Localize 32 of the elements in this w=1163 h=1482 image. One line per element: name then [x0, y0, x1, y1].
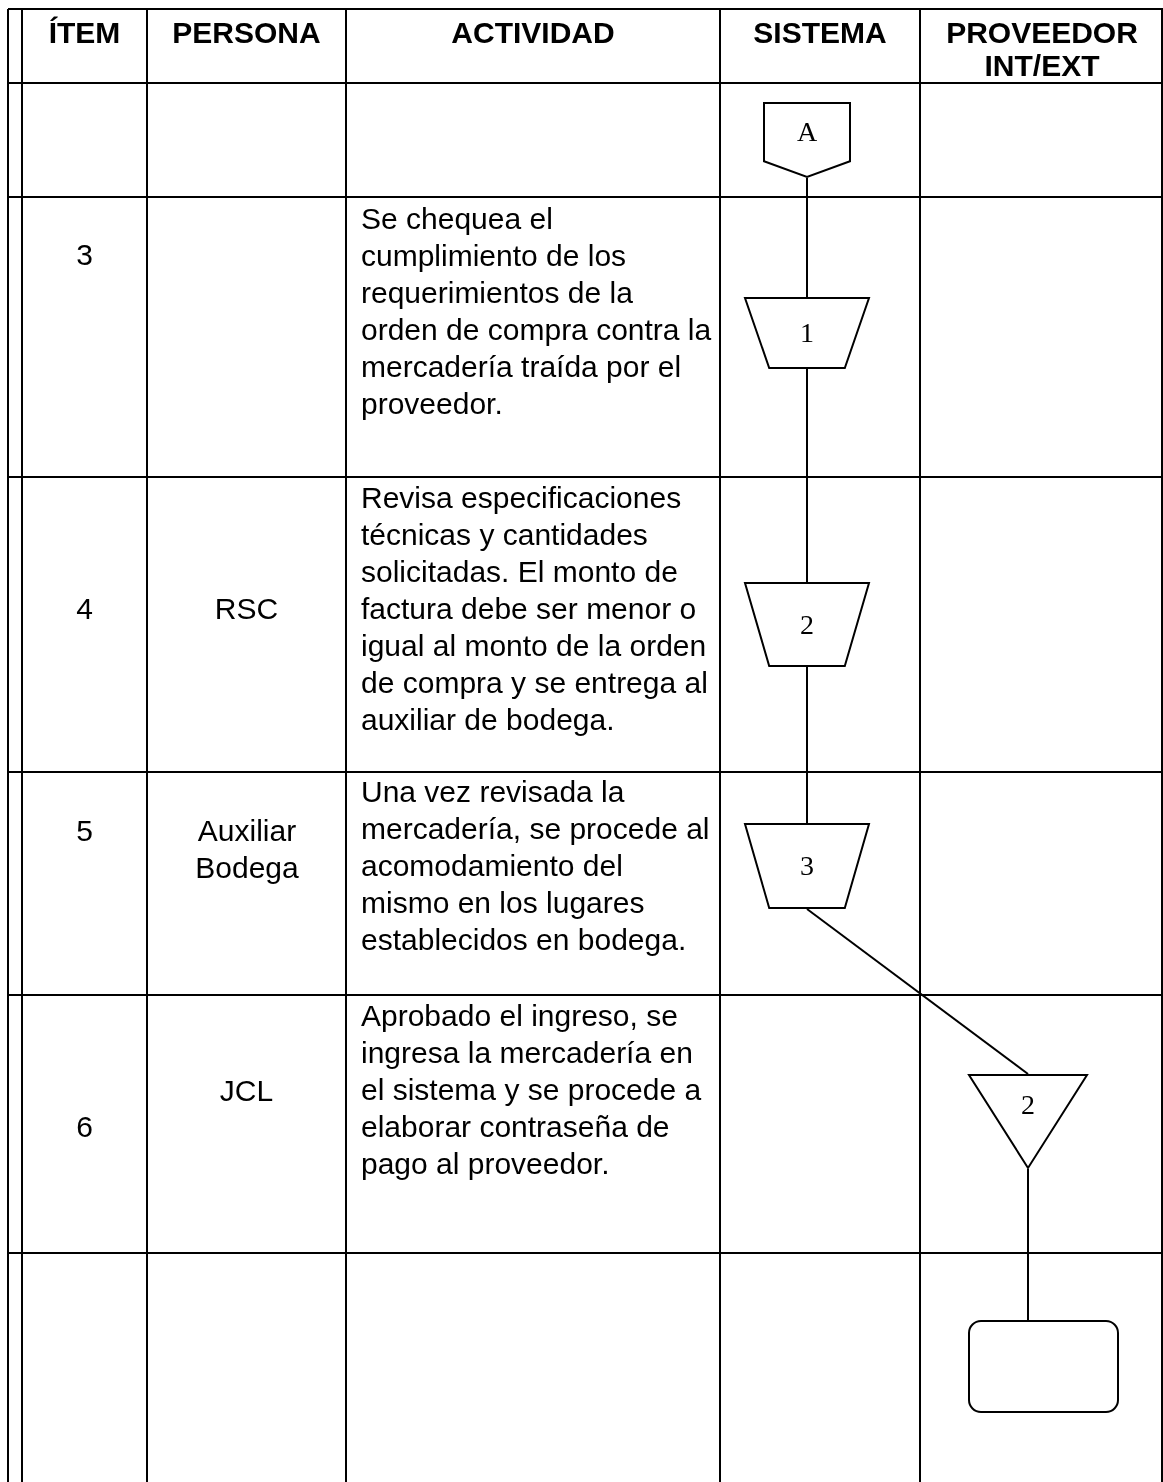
connector-line — [806, 368, 808, 583]
manual-operation-trapezoid — [744, 823, 870, 909]
activity-text: Aprobado el ingreso, se ingresa la mercadería en el sistema y se procede a elaborar contraseña de pago al proveedor. — [361, 998, 703, 1182]
connector-letter: A — [795, 117, 819, 148]
person-text: JCL — [218, 1073, 275, 1109]
manual-operation-trapezoid — [744, 582, 870, 667]
column-header: SISTEMA — [752, 16, 888, 49]
item-number: 5 — [75, 813, 94, 849]
column-header: ÍTEM — [47, 16, 122, 49]
column-header: PROVEEDOR INT/EXT — [945, 16, 1139, 82]
storage-triangle — [968, 1074, 1088, 1169]
terminator-box — [968, 1320, 1119, 1413]
manual-operation-trapezoid — [744, 297, 870, 369]
step-number: 2 — [1020, 1090, 1036, 1121]
off-page-connector — [763, 102, 851, 178]
connector-line — [806, 666, 808, 824]
column-header: PERSONA — [171, 16, 322, 49]
connector-line — [1027, 1168, 1029, 1321]
column-header: ACTIVIDAD — [450, 16, 616, 49]
step-number: 1 — [799, 318, 815, 348]
item-number: 4 — [75, 591, 94, 627]
activity-text: Revisa especificaciones técnicas y cantidades solicitadas. El monto de factura debe ser menor o igual al monto de la orden de compra y se entrega al auxiliar de bodega. — [361, 480, 709, 738]
connector-line — [806, 908, 1029, 1075]
connector-line — [806, 177, 808, 298]
person-text: Auxiliar Bodega — [194, 813, 300, 886]
person-text: RSC — [213, 591, 280, 627]
step-number: 2 — [799, 609, 815, 640]
item-number: 3 — [75, 237, 94, 273]
activity-text: Una vez revisada la mercadería, se procede al acomodamiento del mismo en los lugares establecidos en bodega. — [361, 774, 711, 958]
item-number: 6 — [75, 1109, 94, 1145]
step-number: 3 — [799, 851, 815, 881]
activity-text: Se chequea el cumplimiento de los requerimientos de la orden de compra contra la mercadería traída por el proveedor. — [361, 201, 713, 422]
